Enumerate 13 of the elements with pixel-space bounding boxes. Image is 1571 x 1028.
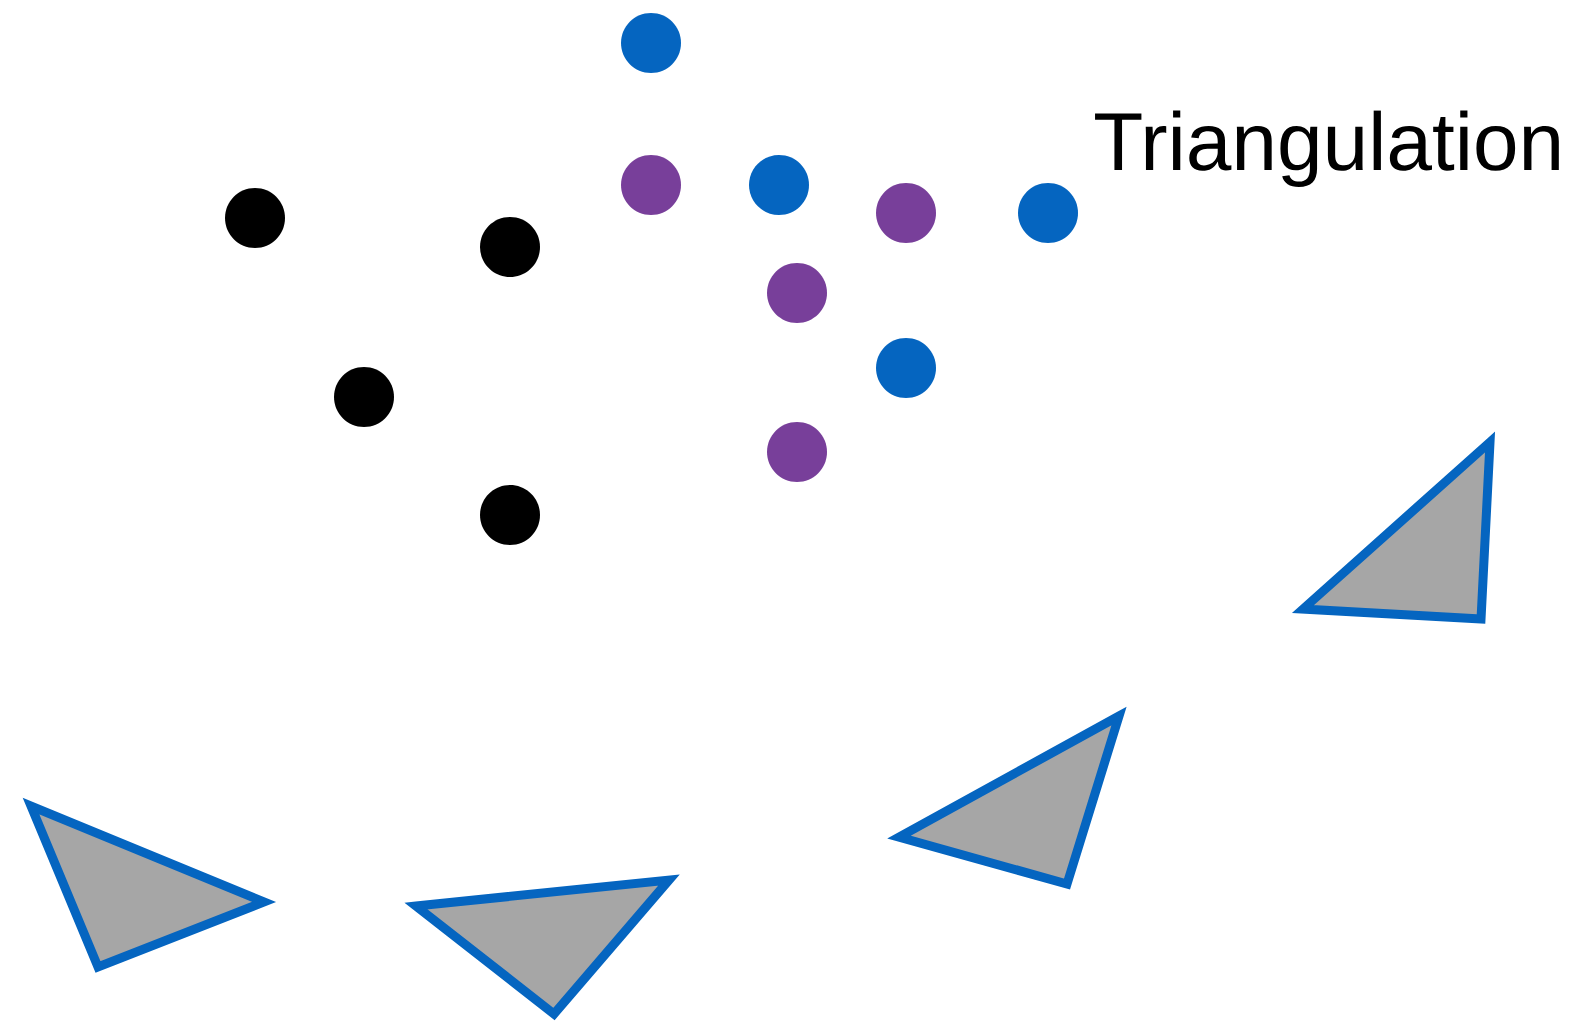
dot — [621, 13, 681, 73]
title: Triangulation — [1095, 110, 1559, 187]
dot — [749, 155, 809, 215]
dot — [767, 422, 827, 482]
dot — [876, 183, 936, 243]
dot — [480, 217, 540, 277]
dot — [621, 155, 681, 215]
dot — [767, 263, 827, 323]
dot — [480, 485, 540, 545]
dot — [225, 188, 285, 248]
dot — [876, 338, 936, 398]
dot — [1018, 183, 1078, 243]
dot — [334, 367, 394, 427]
